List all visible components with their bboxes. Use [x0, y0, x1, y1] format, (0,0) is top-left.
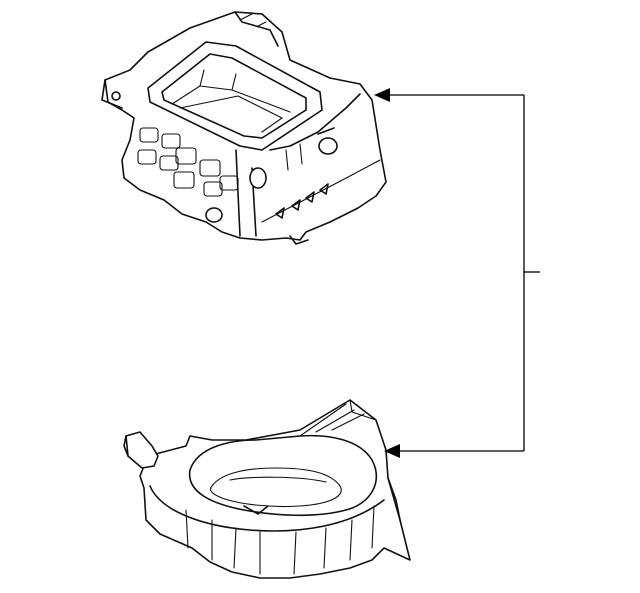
upper-housing-outline	[104, 11, 387, 241]
left-tab	[125, 431, 159, 469]
lower-blower-housing[interactable]	[123, 399, 411, 579]
bowl-rim	[188, 434, 378, 517]
lower-housing-outline	[139, 399, 411, 579]
notch-row	[261, 159, 381, 223]
ear-hole	[111, 91, 121, 101]
upper-blower-housing[interactable]	[101, 11, 387, 245]
callout-bracket	[374, 88, 540, 458]
bowl-inner	[209, 467, 342, 508]
top-bracket	[234, 11, 279, 47]
left-ear	[101, 79, 123, 109]
outlet-flange	[387, 477, 401, 521]
arrow-lower-icon	[384, 444, 400, 458]
top-opening-rim	[147, 41, 323, 151]
rim-clip	[243, 505, 269, 515]
connector-pegs	[205, 127, 338, 223]
top-opening-inner	[161, 53, 307, 139]
arrow-upper-icon	[374, 88, 390, 102]
